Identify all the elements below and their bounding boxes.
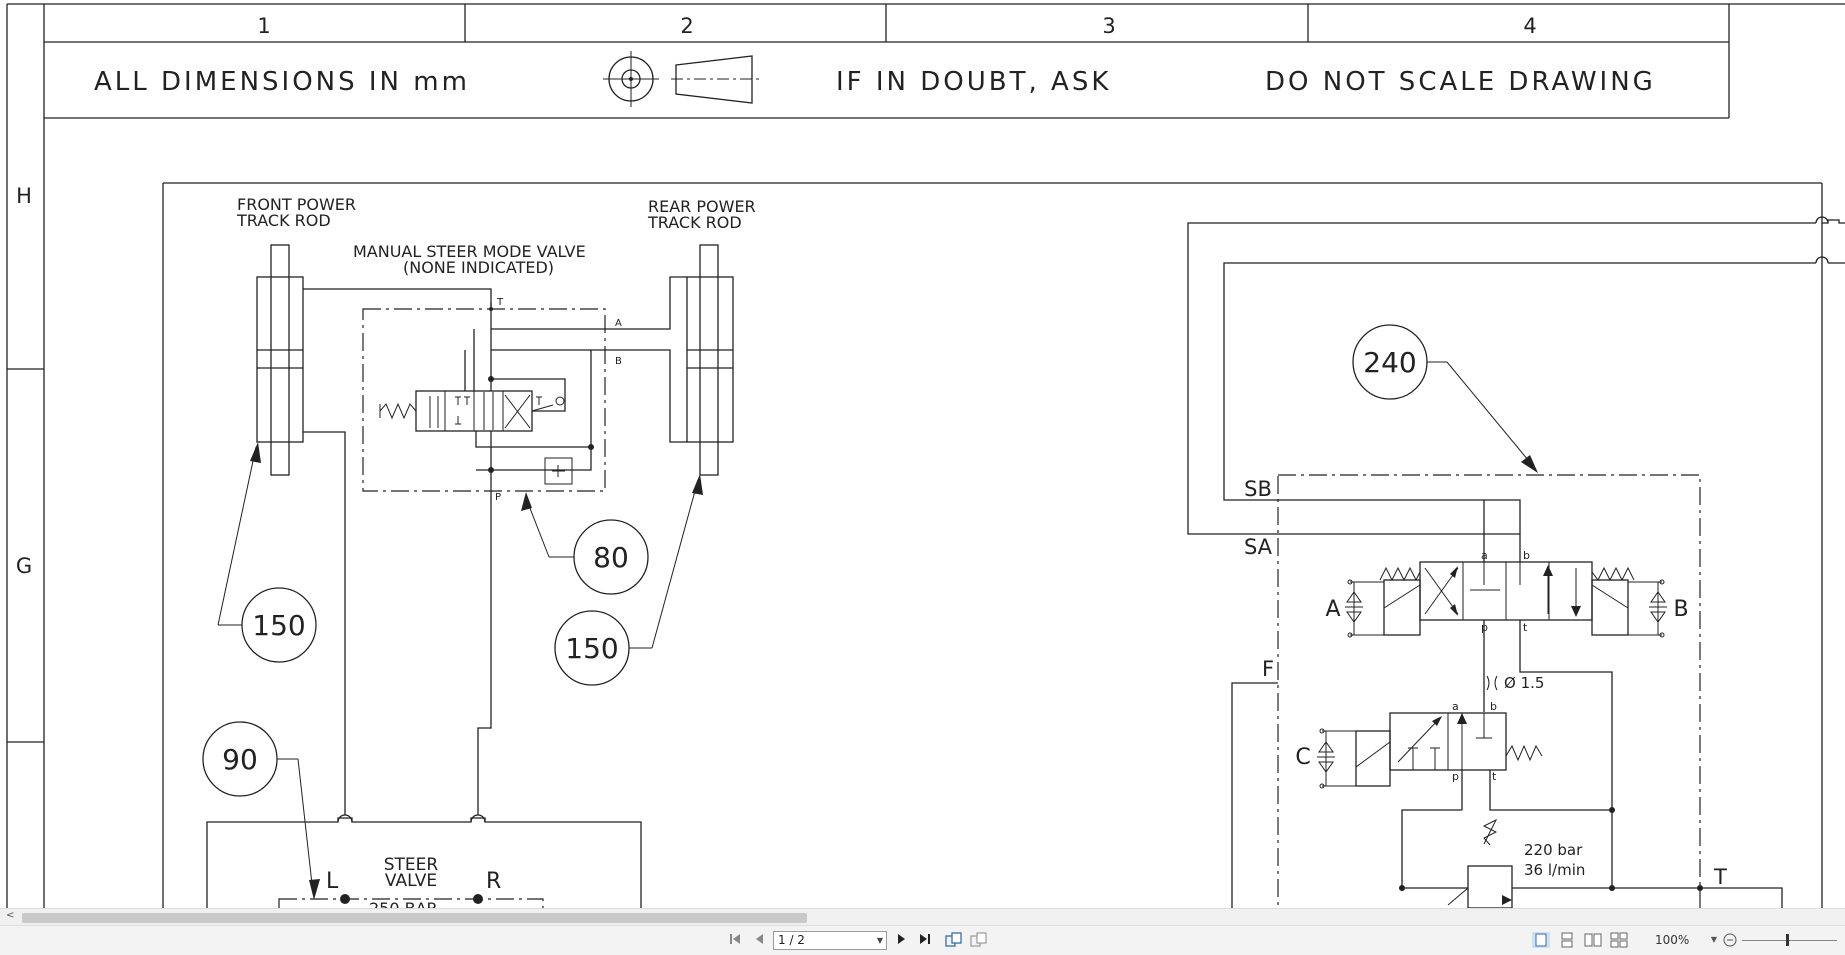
page-thumbnail-icon[interactable] bbox=[970, 932, 988, 948]
port-label-f: F bbox=[1262, 657, 1274, 681]
port-label-p: P bbox=[495, 492, 501, 503]
callout-240-number: 240 bbox=[1363, 346, 1416, 379]
relief-valve bbox=[1399, 807, 1783, 908]
port-t-upper: t bbox=[1523, 621, 1528, 634]
steer-valve-label-line1: STEER bbox=[384, 855, 439, 875]
page-layout-icon[interactable] bbox=[945, 932, 963, 948]
page-number-input[interactable]: 1 / 2 ▼ bbox=[773, 931, 887, 950]
callout-90-number: 90 bbox=[222, 743, 258, 776]
callout-80-number: 80 bbox=[593, 541, 629, 574]
manual-steer-mode-valve bbox=[303, 276, 687, 503]
zoom-out-icon[interactable] bbox=[1722, 932, 1738, 948]
first-page-icon[interactable] bbox=[728, 932, 742, 948]
single-page-view-icon[interactable] bbox=[1532, 932, 1550, 948]
note-if-in-doubt: IF IN DOUBT, ASK bbox=[836, 67, 1111, 97]
grid-col-2: 2 bbox=[680, 14, 693, 38]
steer-valve bbox=[206, 814, 642, 908]
mode-valve-label-line1: MANUAL STEER MODE VALVE bbox=[353, 242, 586, 261]
rear-power-track-rod bbox=[686, 244, 734, 476]
line-front-rod-to-l bbox=[303, 431, 346, 815]
port-label-l: L bbox=[326, 869, 339, 894]
port-label-large-c: C bbox=[1295, 745, 1310, 770]
callout-90 bbox=[202, 721, 320, 900]
port-label-b: B bbox=[615, 356, 622, 367]
mode-valve-label-line2: (NONE INDICATED) bbox=[403, 258, 554, 277]
rear-rod-label-line2: TRACK ROD bbox=[647, 213, 742, 232]
orifice-symbol bbox=[1486, 675, 1498, 691]
zoom-level: 100% bbox=[1655, 933, 1690, 947]
hydraulic-schematic-drawing: 1 2 3 4 H G ALL DIMENSIONS IN mm IF IN D… bbox=[6, 3, 1845, 908]
next-page-icon[interactable] bbox=[895, 932, 909, 948]
callout-150-front bbox=[217, 442, 317, 663]
zoom-slider-thumb[interactable] bbox=[1786, 934, 1789, 946]
horizontal-scrollbar[interactable]: < bbox=[0, 908, 1845, 926]
front-rod-label-line2: TRACK ROD bbox=[236, 211, 331, 230]
page-indicator: 1 / 2 bbox=[778, 933, 805, 947]
line-valve-to-r bbox=[477, 503, 492, 815]
port-a-upper: a bbox=[1481, 549, 1488, 562]
callout-150-front-number: 150 bbox=[252, 609, 305, 642]
relief-flow-label: 36 l/min bbox=[1524, 861, 1585, 879]
note-do-not-scale: DO NOT SCALE DRAWING bbox=[1265, 67, 1656, 97]
port-label-large-t: T bbox=[1713, 865, 1727, 889]
steer-valve-label-line2: VALVE bbox=[385, 871, 437, 891]
last-page-icon[interactable] bbox=[918, 932, 934, 948]
rear-rod-label-line1: REAR POWER bbox=[648, 197, 756, 216]
projection-symbol-icon bbox=[603, 51, 760, 107]
previous-page-icon[interactable] bbox=[752, 932, 766, 948]
front-power-track-rod bbox=[256, 244, 304, 476]
callout-80 bbox=[521, 492, 649, 595]
port-b-lower: b bbox=[1490, 700, 1497, 713]
scroll-left-arrow-icon[interactable]: < bbox=[6, 910, 15, 921]
grid-col-1: 1 bbox=[257, 14, 270, 38]
zoom-slider-track[interactable] bbox=[1742, 940, 1837, 941]
port-p-upper: p bbox=[1481, 621, 1488, 634]
continuous-view-icon[interactable] bbox=[1558, 932, 1576, 948]
valve-a-b bbox=[1345, 561, 1667, 810]
facing-view-icon[interactable] bbox=[1584, 932, 1602, 948]
dropdown-arrow-icon[interactable]: ▼ bbox=[876, 936, 883, 945]
viewer-toolbar: 1 / 2 ▼ 100% ▼ bbox=[0, 925, 1845, 955]
port-a-lower: a bbox=[1452, 700, 1459, 713]
port-b-upper: b bbox=[1523, 549, 1530, 562]
callout-150-rear bbox=[554, 474, 703, 686]
grid-col-3: 3 bbox=[1102, 14, 1115, 38]
grid-row-h: H bbox=[16, 184, 32, 208]
note-dimensions: ALL DIMENSIONS IN mm bbox=[94, 67, 470, 97]
port-p-lower: p bbox=[1452, 770, 1459, 783]
front-rod-label-line1: FRONT POWER bbox=[237, 195, 356, 214]
grid-row-g: G bbox=[16, 554, 32, 578]
relief-pressure-label: 220 bar bbox=[1524, 841, 1583, 859]
drawing-frame bbox=[6, 3, 1845, 908]
horizontal-scrollbar-thumb[interactable] bbox=[22, 913, 807, 923]
manifold-240 bbox=[1277, 474, 1701, 908]
port-label-sb: SB bbox=[1244, 477, 1272, 501]
port-t-lower: t bbox=[1492, 770, 1497, 783]
right-circuit-lines bbox=[1187, 216, 1845, 908]
port-label-large-b: B bbox=[1673, 597, 1688, 622]
callout-150-rear-number: 150 bbox=[565, 632, 618, 665]
valve-c bbox=[1317, 712, 1612, 888]
port-label-sa: SA bbox=[1244, 535, 1273, 559]
port-label-large-a: A bbox=[1325, 597, 1340, 622]
port-label-r: R bbox=[486, 869, 501, 894]
callout-240 bbox=[1352, 324, 1538, 473]
continuous-facing-view-icon[interactable] bbox=[1610, 932, 1628, 948]
grid-col-4: 4 bbox=[1523, 14, 1536, 38]
port-label-t-top: T bbox=[496, 297, 504, 308]
orifice-label: Ø 1.5 bbox=[1504, 674, 1544, 692]
steer-valve-partial-label: 250 BAR bbox=[369, 899, 438, 908]
zoom-dropdown-arrow-icon[interactable]: ▼ bbox=[1710, 935, 1718, 944]
port-label-a: A bbox=[615, 318, 622, 329]
